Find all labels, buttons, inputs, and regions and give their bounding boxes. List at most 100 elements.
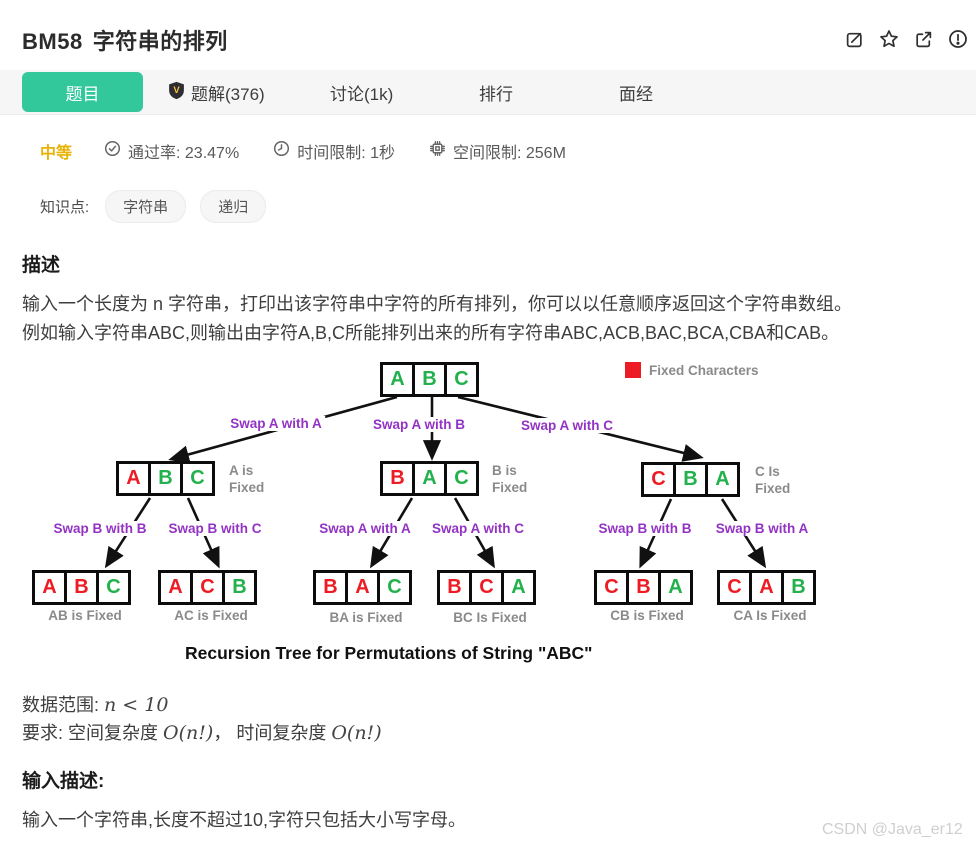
swap-label: Swap A with A — [316, 521, 414, 536]
tab-ranking-label: 排行 — [479, 85, 513, 104]
legend: Fixed Characters — [625, 362, 759, 378]
letter-cell: A — [658, 570, 693, 605]
leaf-node-bca: B C A — [437, 570, 536, 605]
data-range-label: 数据范围: — [22, 695, 105, 715]
leaf-note: BA is Fixed — [329, 610, 403, 625]
letter-cell: B — [64, 570, 99, 605]
tab-solutions-label: 题解(376) — [191, 85, 265, 104]
letter-cell: A — [380, 362, 415, 397]
letter-cell: B — [781, 570, 816, 605]
description-line1: 输入一个长度为 n 字符串，打印出该字符串中字符的所有排列，你可以以任意顺序返回… — [22, 294, 853, 314]
clock-icon — [273, 140, 290, 162]
input-desc-heading: 输入描述: — [22, 771, 105, 792]
letter-cell: C — [444, 362, 479, 397]
letter-cell: A — [158, 570, 193, 605]
description-text: 输入一个长度为 n 字符串，打印出该字符串中字符的所有排列，你可以以任意顺序返回… — [22, 290, 852, 348]
leaf-node-abc: A B C — [32, 570, 131, 605]
legend-label: Fixed Characters — [649, 362, 759, 378]
swap-label: Swap B with C — [165, 521, 265, 536]
leaf-note: CA Is Fixed — [733, 608, 807, 623]
time-complexity-math: O(n!) — [331, 722, 382, 744]
solution-badge-icon: V — [168, 81, 185, 105]
chip-icon — [429, 140, 446, 162]
info-icon[interactable] — [948, 29, 968, 49]
leaf-node-bac: B A C — [313, 570, 412, 605]
letter-cell: B — [380, 461, 415, 496]
check-circle-icon — [104, 140, 121, 162]
tab-interview[interactable]: 面经 — [619, 70, 653, 115]
leaf-note: CB is Fixed — [610, 608, 684, 623]
letter-cell: B — [437, 570, 472, 605]
data-range-math: n < 10 — [104, 694, 169, 716]
problem-id: BM58 — [22, 29, 83, 54]
letter-cell: B — [673, 462, 708, 497]
tree-node-root: A B C — [380, 362, 479, 397]
star-icon[interactable] — [879, 29, 899, 49]
letter-cell: B — [313, 570, 348, 605]
swap-label: Swap A with B — [369, 417, 469, 432]
letter-cell: A — [32, 570, 67, 605]
diagram-caption: Recursion Tree for Permutations of Strin… — [185, 643, 593, 663]
letter-cell: A — [116, 461, 151, 496]
tree-arrows — [104, 395, 767, 569]
swap-label: Swap B with B — [595, 521, 695, 536]
edit-icon[interactable] — [845, 30, 864, 49]
tab-discussion[interactable]: 讨论(1k) — [330, 70, 393, 115]
data-range-line: 数据范围: n < 10 — [22, 691, 168, 717]
tab-interview-label: 面经 — [619, 85, 653, 104]
legend-color-swatch — [625, 362, 641, 378]
letter-cell: C — [594, 570, 629, 605]
time-limit: 时间限制: 1秒 — [273, 139, 395, 163]
pass-rate-text: 通过率: 23.47% — [128, 145, 240, 162]
knowledge-tag-recursion[interactable]: 递归 — [200, 190, 267, 223]
letter-cell: A — [705, 462, 740, 497]
tab-problem-label: 题目 — [65, 84, 100, 104]
swap-label: Swap A with C — [428, 521, 528, 536]
tab-discussion-label: 讨论(1k) — [330, 85, 394, 104]
leaf-node-cba: C B A — [594, 570, 693, 605]
description-heading: 描述 — [22, 255, 61, 276]
swap-label: Swap B with A — [712, 521, 812, 536]
letter-cell: C — [717, 570, 752, 605]
stats-row: 中等 通过率: 23.47% 时间限制: 1秒 — [40, 139, 600, 163]
svg-text:V: V — [173, 85, 180, 96]
letter-cell: C — [444, 461, 479, 496]
time-limit-text: 时间限制: 1秒 — [297, 145, 395, 162]
tree-node-bac: B A C — [380, 461, 479, 496]
pass-rate: 通过率: 23.47% — [104, 139, 239, 163]
page-title: BM58 字符串的排列 — [22, 24, 228, 56]
swap-label: Swap A with A — [227, 416, 325, 431]
tab-solutions[interactable]: V 题解(376) — [168, 70, 265, 115]
requirement-line: 要求: 空间复杂度 O(n!)， 时间复杂度 O(n!) — [22, 722, 382, 744]
knowledge-row: 知识点: 字符串 递归 — [40, 190, 280, 223]
watermark: CSDN @Java_er12 — [822, 821, 963, 838]
input-desc-text: 输入一个字符串,长度不超过10,字符只包括大小写字母。 — [22, 810, 467, 830]
tab-problem[interactable]: 题目 — [22, 72, 143, 112]
letter-cell: A — [501, 570, 536, 605]
letter-cell: A — [412, 461, 447, 496]
knowledge-tag-string[interactable]: 字符串 — [105, 190, 187, 223]
problem-title: 字符串的排列 — [92, 29, 228, 54]
leaf-note: AB is Fixed — [48, 608, 122, 623]
letter-cell: B — [222, 570, 257, 605]
tree-node-abc: A B C — [116, 461, 215, 496]
leaf-node-acb: A C B — [158, 570, 257, 605]
letter-cell: A — [345, 570, 380, 605]
share-external-link-icon[interactable] — [914, 30, 933, 49]
letter-cell: B — [412, 362, 447, 397]
leaf-note: AC is Fixed — [174, 608, 248, 623]
letter-cell: C — [641, 462, 676, 497]
letter-cell: C — [96, 570, 131, 605]
recursion-tree-diagram: Fixed Characters A B C Swap A with A Swa… — [0, 350, 976, 680]
letter-cell: C — [377, 570, 412, 605]
knowledge-label: 知识点: — [40, 199, 90, 216]
description-line2: 例如输入字符串ABC,则输出由字符A,B,C所能排列出来的所有字符串ABC,AC… — [22, 323, 840, 343]
letter-cell: B — [148, 461, 183, 496]
leaf-node-cab: C A B — [717, 570, 816, 605]
tab-ranking[interactable]: 排行 — [479, 70, 513, 115]
letter-cell: C — [469, 570, 504, 605]
difficulty-badge: 中等 — [40, 145, 73, 162]
memory-limit: 空间限制: 256M — [429, 139, 566, 163]
